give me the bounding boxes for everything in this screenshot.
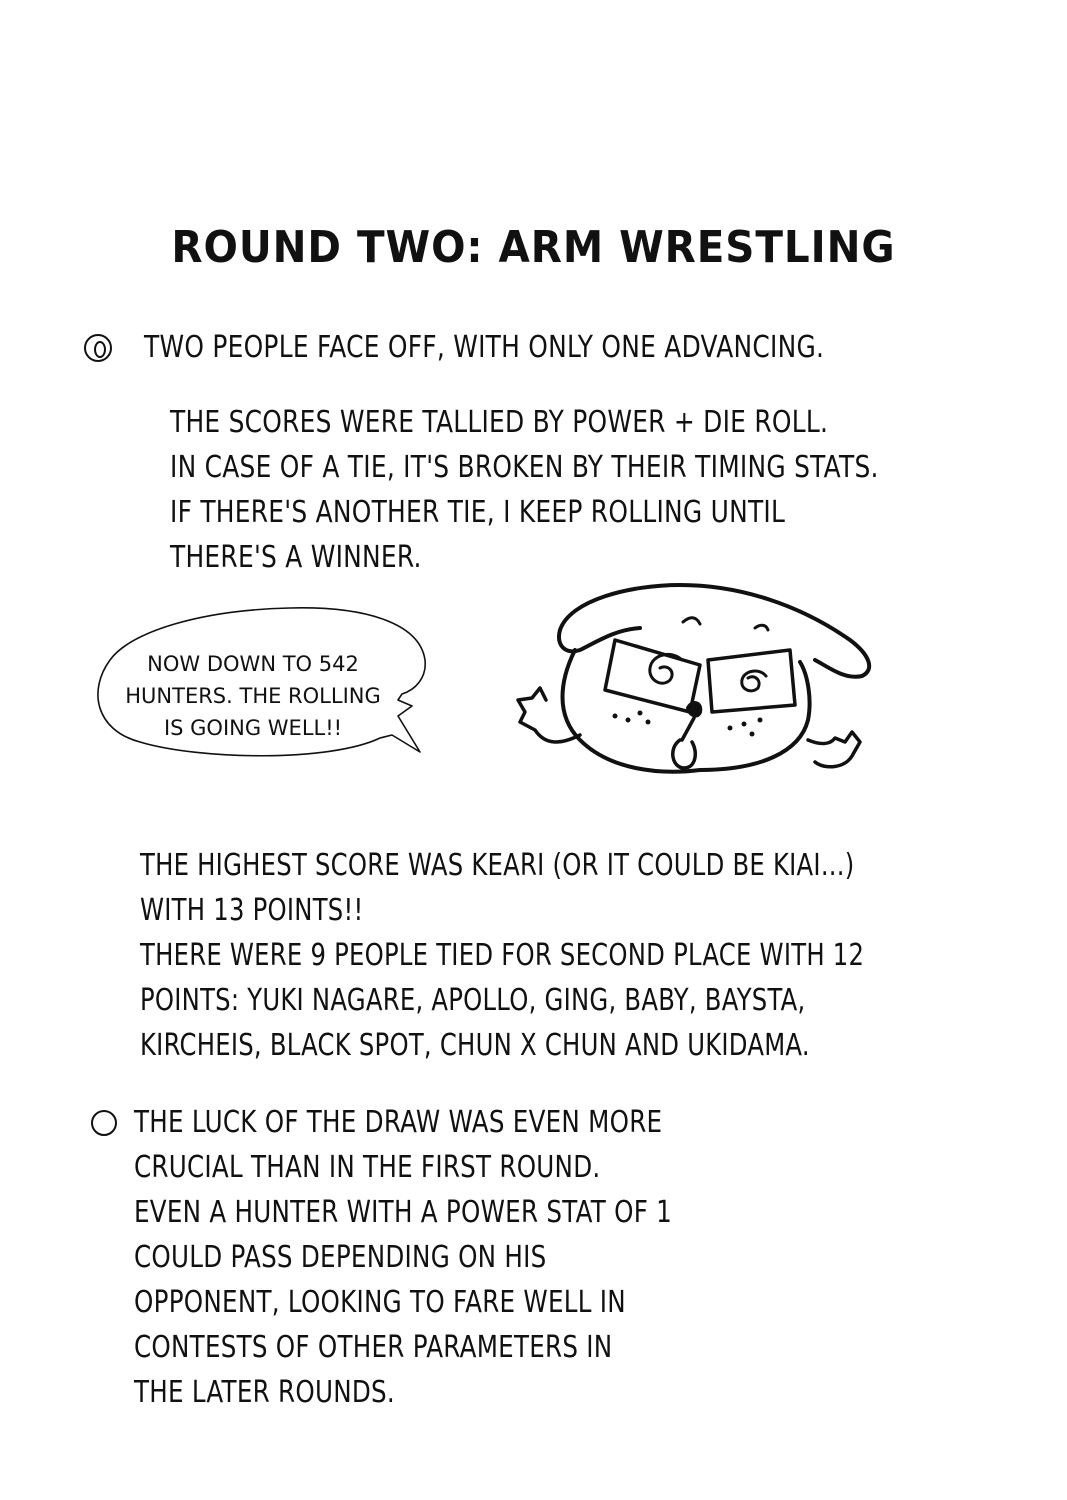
results-line: KIRCHEIS, BLACK SPOT, CHUN X CHUN AND UK… [140, 1028, 810, 1063]
results-paragraph: THE HIGHEST SCORE WAS KEARI (OR IT COULD… [140, 843, 1034, 1068]
bullet-line-text: TWO PEOPLE FACE OFF, WITH ONLY ONE ADVAN… [144, 330, 825, 365]
section-2-line: EVEN A HUNTER WITH A POWER STAT OF 1 [134, 1195, 673, 1230]
rules-paragraph: THE SCORES WERE TALLIED BY POWER + DIE R… [170, 400, 1024, 580]
section-2-line: THE LATER ROUNDS. [134, 1375, 395, 1410]
speech-bubble-icon [97, 607, 426, 757]
bubble-line: HUNTERS. THE ROLLING [125, 684, 381, 708]
results-line: POINTS: YUKI NAGARE, APOLLO, GING, BABY,… [140, 983, 806, 1018]
section-2-paragraph: THE LUCK OF THE DRAW WAS EVEN MORE CRUCI… [134, 1100, 790, 1415]
results-line: THERE WERE 9 PEOPLE TIED FOR SECOND PLAC… [140, 938, 865, 973]
section-1-bullet-line: TWO PEOPLE FACE OFF, WITH ONLY ONE ADVAN… [144, 325, 964, 370]
circle-bullet-icon [91, 1110, 117, 1136]
speech-bubble-text: NOW DOWN TO 542 HUNTERS. THE ROLLING IS … [108, 648, 398, 744]
page-title: ROUND TWO: ARM WRESTLING [171, 222, 896, 273]
rules-line: THE SCORES WERE TALLIED BY POWER + DIE R… [170, 405, 829, 440]
rules-line: THERE'S A WINNER. [170, 540, 422, 575]
freckle-dots [612, 710, 763, 737]
section-2-line: COULD PASS DEPENDING ON HIS [134, 1240, 547, 1275]
section-2-line: CRUCIAL THAN IN THE FIRST ROUND. [134, 1150, 601, 1185]
bubble-line: NOW DOWN TO 542 [147, 652, 359, 676]
section-2-line: CONTESTS OF OTHER PARAMETERS IN [134, 1330, 613, 1365]
results-line: THE HIGHEST SCORE WAS KEARI (OR IT COULD… [140, 848, 855, 883]
bubble-line: IS GOING WELL!! [163, 716, 343, 740]
circled-zero-bullet-icon [84, 334, 112, 362]
dog-mascot-doodle [516, 583, 872, 774]
rules-line: IF THERE'S ANOTHER TIE, I KEEP ROLLING U… [170, 495, 786, 530]
section-2-line: OPPONENT, LOOKING TO FARE WELL IN [134, 1285, 626, 1320]
section-2-line: THE LUCK OF THE DRAW WAS EVEN MORE [134, 1105, 663, 1140]
results-line: WITH 13 POINTS!! [140, 893, 364, 928]
rules-line: IN CASE OF A TIE, IT'S BROKEN BY THEIR T… [170, 450, 879, 485]
